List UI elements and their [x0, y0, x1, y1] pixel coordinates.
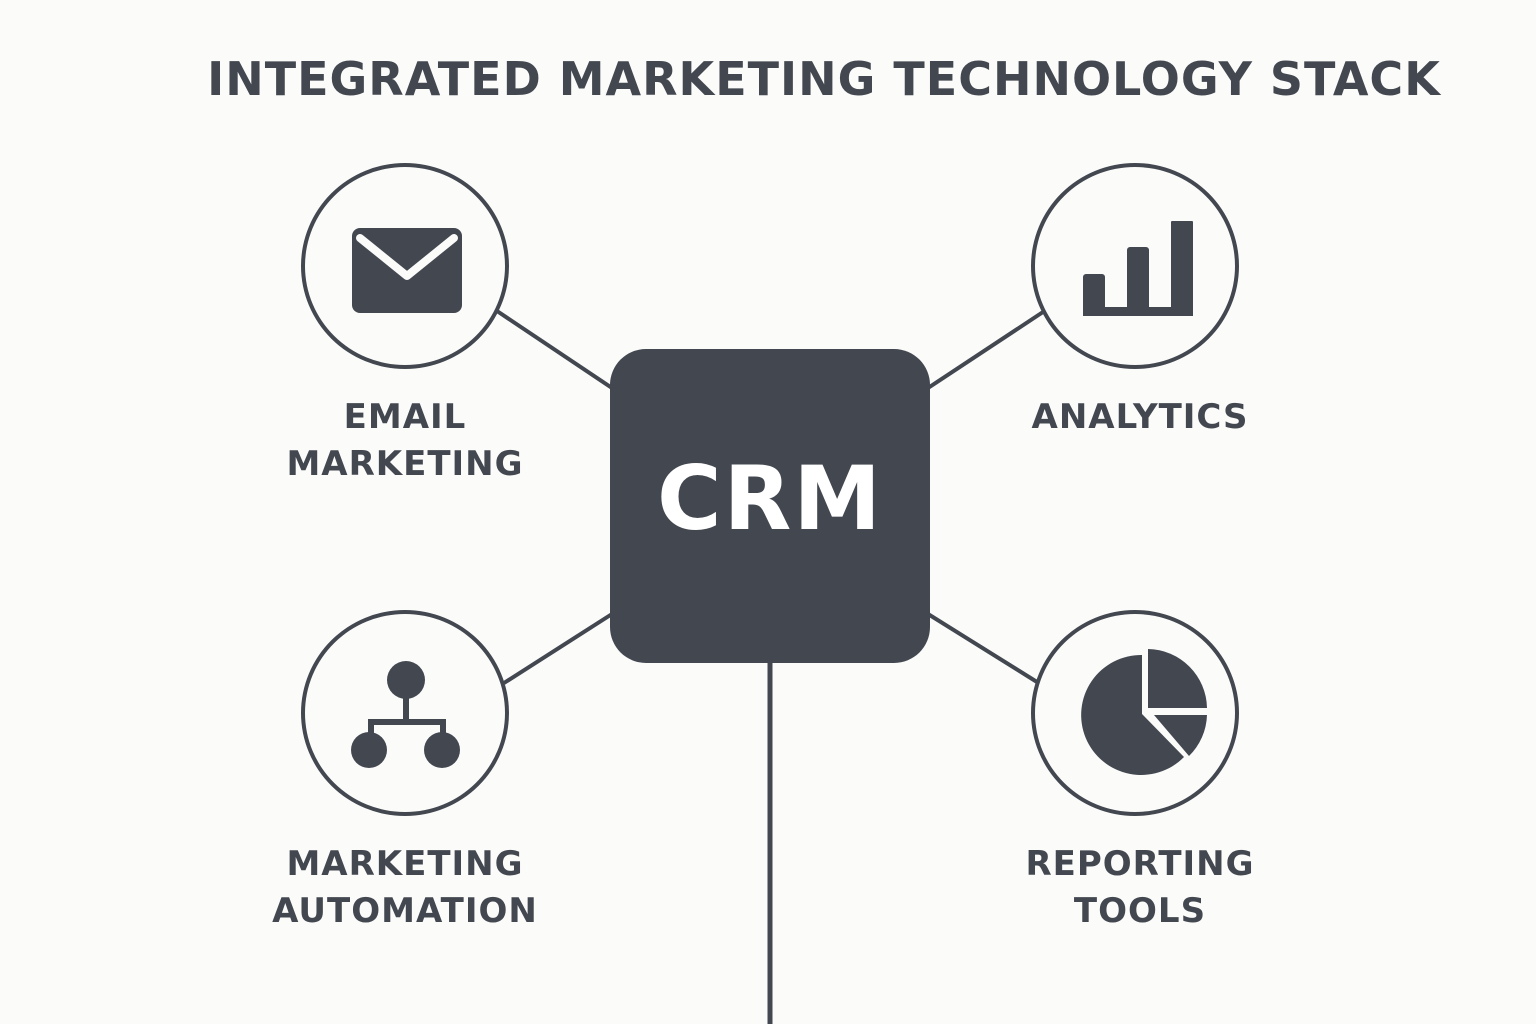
edge-crm-reporting	[926, 612, 1039, 684]
edge-crm-email	[495, 309, 614, 390]
label-email-marketing: EMAIL MARKETING	[286, 397, 524, 484]
node-analytics	[1031, 163, 1239, 369]
edge-crm-analytics	[926, 310, 1045, 390]
crm-hub: CRM	[610, 349, 930, 663]
pie-chart-icon	[1081, 649, 1207, 775]
envelope-icon	[352, 228, 462, 313]
node-reporting-tools	[1031, 610, 1239, 816]
label-marketing-automation: MARKETING AUTOMATION	[272, 844, 538, 931]
crm-label: CRM	[657, 446, 883, 550]
edge-crm-automation	[502, 612, 614, 685]
label-analytics: ANALYTICS	[1031, 397, 1249, 437]
node-email-marketing	[301, 163, 509, 369]
label-reporting-tools: REPORTING TOOLS	[1025, 844, 1255, 931]
diagram-title: INTEGRATED MARKETING TECHNOLOGY STACK	[207, 52, 1441, 106]
bar-chart-icon	[1083, 221, 1193, 316]
node-marketing-automation	[301, 610, 509, 816]
hierarchy-icon	[351, 661, 460, 768]
